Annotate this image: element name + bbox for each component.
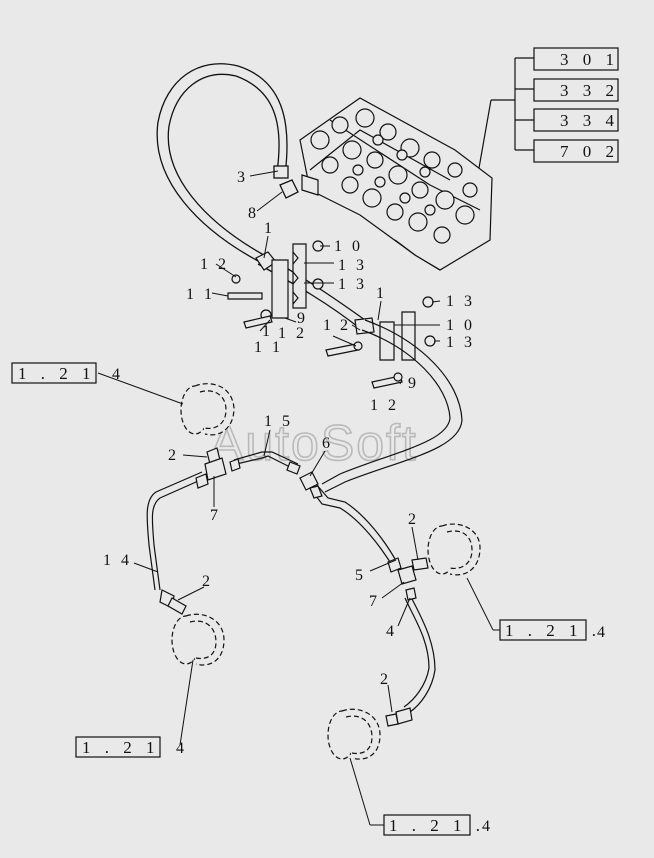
svg-text:7: 7 <box>210 507 221 524</box>
svg-text:1: 1 <box>264 220 275 237</box>
svg-text:4: 4 <box>386 623 397 640</box>
brake-cylinder-right <box>427 523 481 576</box>
svg-text:3 3 2: 3 3 2 <box>560 81 619 100</box>
svg-text:3 3 4: 3 3 4 <box>560 111 619 130</box>
svg-text:9: 9 <box>297 310 308 327</box>
svg-text:1: 1 <box>262 323 273 340</box>
svg-text:1 1: 1 1 <box>186 286 215 303</box>
ref-box-334[interactable]: 3 3 4 <box>533 108 619 132</box>
svg-text:7: 7 <box>369 593 380 610</box>
svg-text:1 3: 1 3 <box>338 257 367 274</box>
ref-box-1-21-left[interactable]: 1 . 2 1 4 <box>11 362 123 384</box>
fittings <box>159 447 429 727</box>
ref-box-1-21-bottom-left[interactable]: 1 . 2 1 4 <box>75 736 187 758</box>
control-valve-block <box>299 97 493 271</box>
ref-box-702[interactable]: 7 0 2 <box>533 139 619 163</box>
leader-lines <box>97 170 494 826</box>
svg-text:1 2: 1 2 <box>200 256 229 273</box>
svg-text:1 1: 1 1 <box>254 339 283 356</box>
svg-text:2: 2 <box>380 671 391 688</box>
brake-pipe-main <box>321 319 463 493</box>
svg-text:2: 2 <box>202 573 213 590</box>
svg-text:1 . 2 1: 1 . 2 1 <box>18 364 96 383</box>
svg-text:1 . 2 1 .: 1 . 2 1 . <box>389 816 485 835</box>
callout-labels: 3 8 1 1 0 1 3 1 3 1 2 1 1 9 1 2 1 1 1 1 … <box>103 169 475 688</box>
clamp-bracket-upper <box>227 240 324 329</box>
ref-box-301[interactable]: 3 0 1 <box>533 47 619 71</box>
svg-text:1 3: 1 3 <box>446 293 475 310</box>
hydraulic-hose-top <box>156 63 366 331</box>
ref-box-group-top <box>475 57 534 186</box>
ref-box-1-21-bottom-mid[interactable]: 1 . 2 1 . 4 <box>370 814 493 836</box>
svg-text:1 . 2 1 .: 1 . 2 1 . <box>505 621 601 640</box>
svg-text:3: 3 <box>237 169 248 186</box>
svg-text:2: 2 <box>340 317 351 334</box>
svg-text:3 0 1: 3 0 1 <box>560 50 619 69</box>
svg-text:9: 9 <box>408 375 419 392</box>
svg-text:4: 4 <box>597 624 608 641</box>
svg-text:1: 1 <box>323 317 334 334</box>
svg-text:1 0: 1 0 <box>334 238 363 255</box>
svg-text:2: 2 <box>296 325 307 342</box>
brake-cylinder-bottom-left <box>171 613 225 666</box>
svg-text:1 2: 1 2 <box>370 397 399 414</box>
svg-text:1 0: 1 0 <box>446 317 475 334</box>
svg-text:6: 6 <box>322 435 333 452</box>
svg-text:5: 5 <box>355 567 366 584</box>
svg-text:2: 2 <box>408 511 419 528</box>
svg-text:1 5: 1 5 <box>264 413 293 430</box>
svg-text:4: 4 <box>482 818 493 835</box>
svg-text:4: 4 <box>176 740 187 757</box>
brake-cylinder-bottom-mid <box>327 708 381 760</box>
svg-text:2: 2 <box>168 447 179 464</box>
ref-box-332[interactable]: 3 3 2 <box>533 78 619 102</box>
svg-text:1 4: 1 4 <box>103 552 132 569</box>
svg-text:1 . 2 1: 1 . 2 1 <box>82 738 160 757</box>
svg-text:1 3: 1 3 <box>338 276 367 293</box>
svg-text:4: 4 <box>112 366 123 383</box>
svg-text:7 0 2: 7 0 2 <box>560 142 619 161</box>
svg-text:1: 1 <box>376 285 387 302</box>
ref-box-1-21-right[interactable]: 1 . 2 1 . 4 <box>493 619 608 641</box>
brake-cylinder-top-left <box>180 383 235 436</box>
brake-pipe-middle <box>146 451 436 713</box>
svg-text:1 3: 1 3 <box>446 334 475 351</box>
svg-text:1: 1 <box>278 325 289 342</box>
svg-text:8: 8 <box>248 205 259 222</box>
